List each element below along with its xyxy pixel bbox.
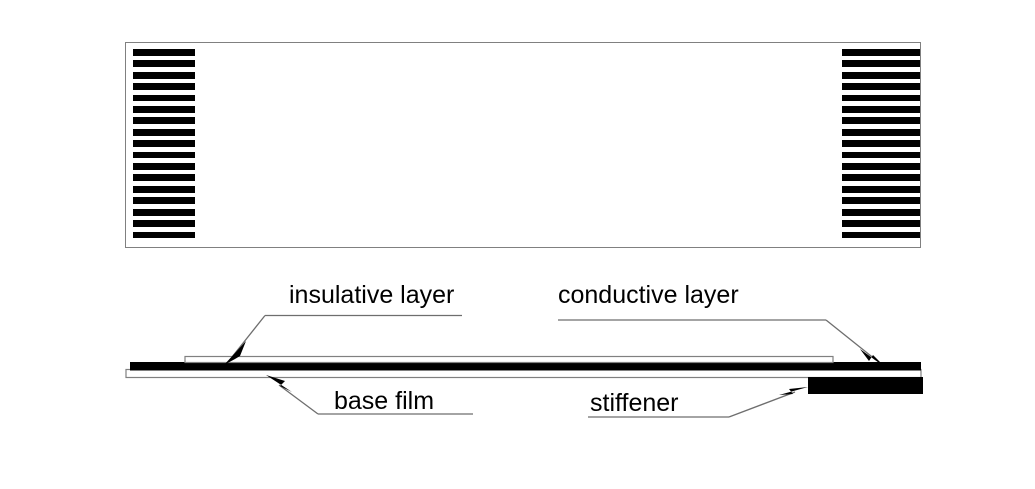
- contact-pad: [133, 208, 195, 216]
- contact-pad: [842, 128, 920, 136]
- contact-pad: [842, 185, 920, 193]
- contact-pad: [842, 117, 920, 125]
- contact-pad: [133, 140, 195, 148]
- contact-pad: [842, 174, 920, 182]
- contact-pad: [842, 163, 920, 170]
- contact-pad: [133, 49, 195, 56]
- contact-pad: [133, 185, 195, 193]
- contact-pad: [842, 231, 920, 239]
- contact-pad: [133, 83, 195, 91]
- contact-pad: [842, 83, 920, 91]
- contact-pad: [842, 140, 920, 148]
- contact-pad: [842, 49, 920, 56]
- base-film-layer: [125, 368, 922, 379]
- leader-conductive-layer: [558, 319, 886, 368]
- label-insulative-layer: insulative layer: [289, 281, 455, 309]
- contact-pad: [133, 163, 195, 170]
- contact-pad: [133, 71, 195, 79]
- stiffener-block: [808, 377, 923, 394]
- contact-pad: [133, 94, 195, 102]
- contact-pad-array-left: [133, 49, 195, 243]
- insulative-layer: [184, 355, 834, 364]
- contact-pad: [133, 117, 195, 125]
- arrowhead-base-film: [266, 375, 292, 392]
- contact-pad: [133, 151, 195, 159]
- label-base-film: base film: [334, 387, 435, 415]
- contact-pad: [842, 220, 920, 227]
- label-conductive-layer: conductive layer: [558, 281, 739, 309]
- contact-pad: [842, 60, 920, 68]
- contact-pad-array-right: [842, 49, 920, 243]
- label-stiffener: stiffener: [590, 389, 679, 417]
- contact-pad: [133, 231, 195, 239]
- contact-pad: [133, 197, 195, 205]
- contact-pad: [133, 220, 195, 227]
- contact-pad: [842, 151, 920, 159]
- contact-pad: [133, 174, 195, 182]
- leader-insulative-layer: [224, 314, 462, 365]
- contact-pad: [842, 208, 920, 216]
- conductive-layer: [130, 362, 921, 371]
- contact-pad: [133, 106, 195, 113]
- flexible-flat-cable-plan-view: [125, 42, 921, 248]
- contact-pad: [842, 94, 920, 102]
- arrowhead-stiffener: [779, 387, 808, 395]
- contact-pad: [842, 197, 920, 205]
- arrowhead-insulative-layer: [224, 341, 246, 365]
- contact-pad: [842, 106, 920, 113]
- arrowhead-conductive-layer: [860, 349, 886, 368]
- contact-pad: [133, 60, 195, 68]
- contact-pad: [133, 128, 195, 136]
- contact-pad: [842, 71, 920, 79]
